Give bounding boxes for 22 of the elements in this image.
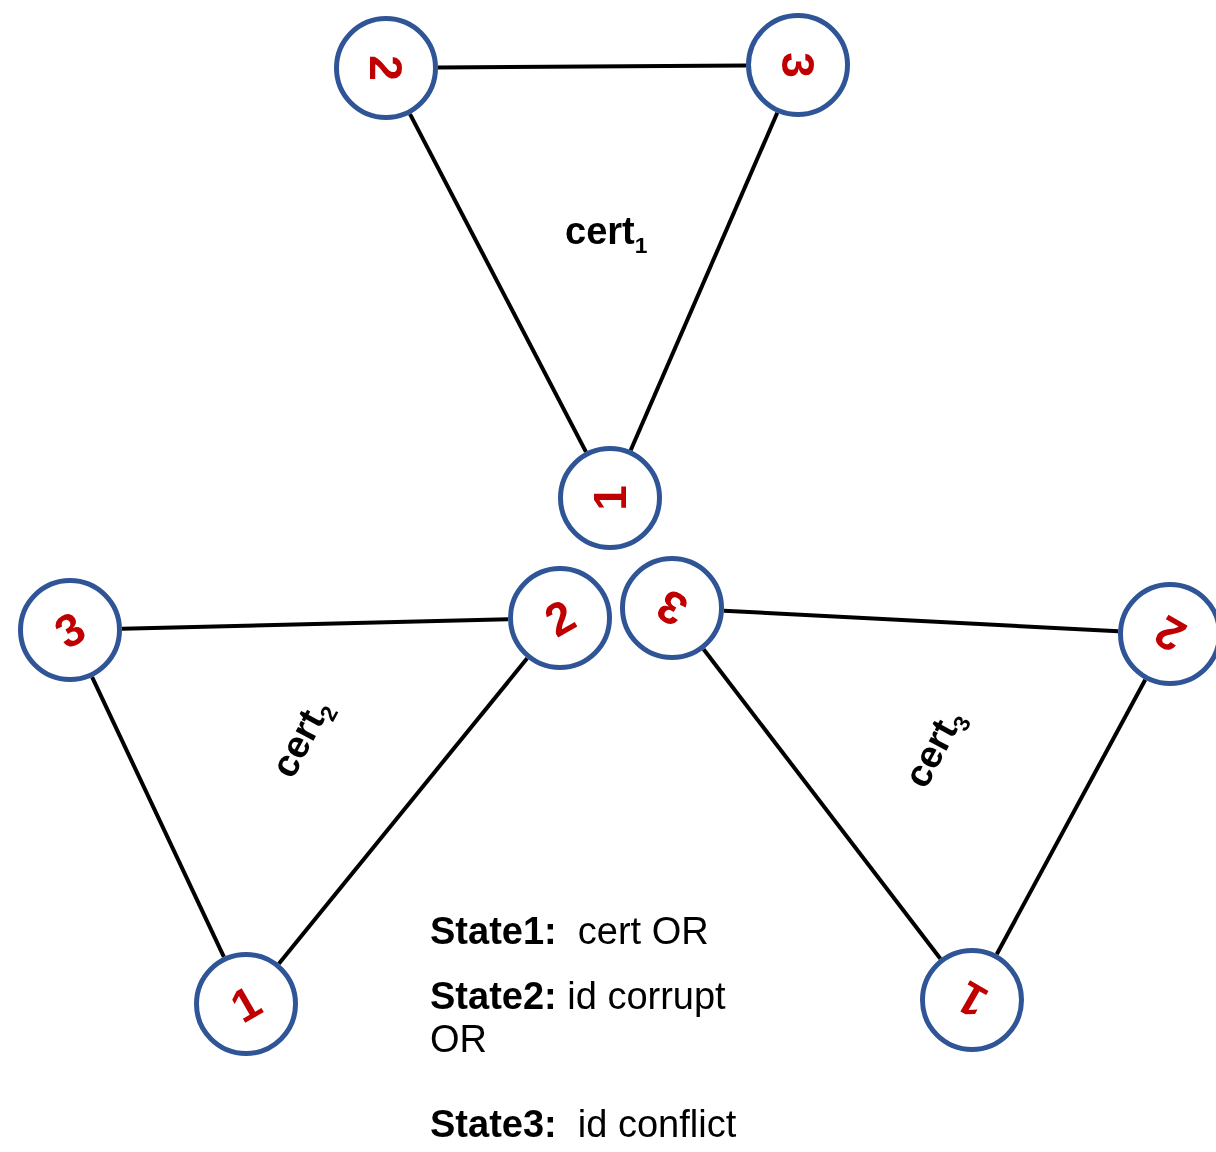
state-note: State1: cert OR	[430, 910, 710, 953]
connector-line	[277, 657, 529, 965]
connector-line	[90, 676, 226, 958]
node-number: 1	[587, 485, 633, 511]
node-number: 3	[47, 603, 93, 657]
connector-line	[408, 113, 588, 453]
node-number: 3	[775, 52, 821, 78]
connector-line	[995, 678, 1147, 956]
node-number: 2	[537, 591, 583, 645]
connector-line	[723, 608, 1119, 634]
node-number: 2	[363, 55, 409, 81]
connector-line	[121, 617, 509, 631]
region-label: cert$_{1}$	[565, 210, 648, 259]
connector-line	[438, 63, 746, 70]
state-note: State2: id corrupt OR	[430, 975, 727, 1061]
connector-line	[702, 648, 942, 960]
node-number: 3	[649, 581, 695, 635]
node-number: 1	[223, 977, 269, 1031]
node-number: 1	[949, 973, 995, 1027]
state-note: State3: id conflict	[430, 1103, 738, 1146]
connector-line	[628, 111, 780, 452]
node-number: 2	[1147, 607, 1193, 661]
